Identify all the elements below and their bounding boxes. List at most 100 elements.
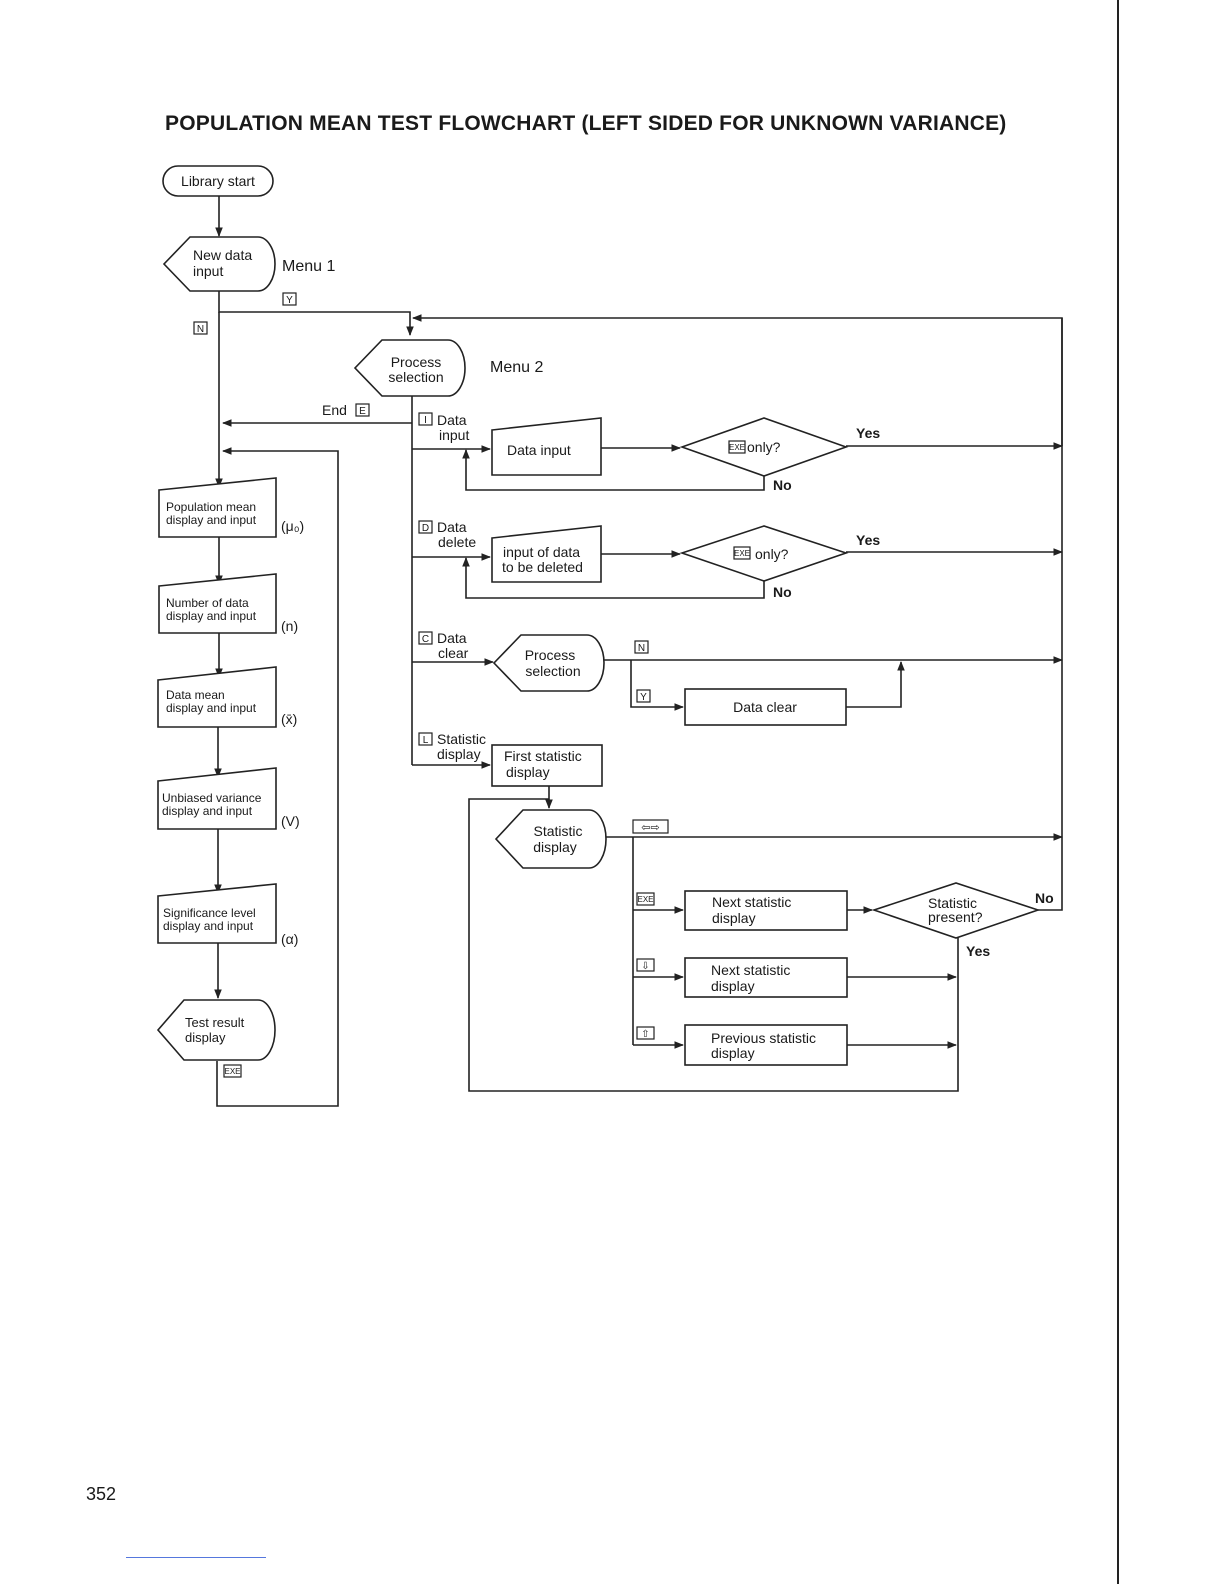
svg-text:Next statistic: Next statistic — [711, 962, 790, 978]
library-start-label: Library start — [181, 173, 255, 189]
svg-text:display and input: display and input — [163, 919, 254, 933]
footer-rule — [126, 1557, 266, 1558]
unbiased-var-symbol: (V) — [281, 813, 300, 829]
statistic-label-1: Statistic — [437, 731, 486, 747]
svg-text:Process: Process — [525, 647, 576, 663]
num-data-symbol: (n) — [281, 618, 298, 634]
svg-text:EXE: EXE — [734, 549, 750, 558]
no-label-stat: No — [1035, 890, 1054, 906]
data-clear-box: Data clear — [684, 688, 847, 726]
menu2-label: Menu 2 — [490, 359, 543, 376]
no-label-1: No — [773, 477, 792, 493]
significance-level-box: Significance level display and input — [157, 883, 277, 944]
page-edge-rule — [1117, 0, 1119, 1584]
next-statistic-box-1: Next statistic display — [684, 890, 848, 931]
svg-text:C: C — [422, 634, 429, 645]
process-selection-line2: selection — [388, 369, 443, 385]
statistic-label-2: display — [437, 746, 481, 762]
svg-text:display and input: display and input — [166, 701, 257, 715]
svg-text:display: display — [712, 910, 756, 926]
yes-label-1: Yes — [856, 425, 880, 441]
svg-text:Previous statistic: Previous statistic — [711, 1030, 816, 1046]
svg-text:input of data: input of data — [503, 544, 580, 560]
process-selection-clear-display: Process selection — [492, 634, 605, 692]
svg-text:EXE: EXE — [729, 443, 745, 452]
svg-text:only?: only? — [755, 546, 789, 562]
input-of-data-box: input of data to be deleted — [491, 525, 602, 583]
number-of-data-box: Number of data display and input — [158, 573, 277, 634]
yes-label-stat: Yes — [966, 943, 990, 959]
key-y-menu1: Y — [282, 292, 297, 306]
svg-text:Number of data: Number of data — [166, 596, 249, 610]
svg-text:Statistic: Statistic — [928, 895, 977, 911]
svg-text:Test result: Test result — [185, 1015, 245, 1030]
key-y-clear: Y — [636, 689, 651, 703]
new-data-input-line1: New data — [193, 247, 252, 263]
svg-text:present?: present? — [928, 909, 983, 925]
exe-only-decision-2: EXE only? — [679, 525, 849, 582]
next-statistic-box-2: Next statistic display — [684, 957, 848, 998]
svg-text:display and input: display and input — [166, 609, 257, 623]
data-input-box: Data input — [491, 417, 602, 476]
key-n-clear: N — [634, 640, 649, 654]
key-exe-stat: EXE — [636, 892, 655, 906]
statistic-display: Statistic display — [494, 809, 607, 869]
svg-text:display: display — [711, 1045, 755, 1061]
key-d: D — [418, 520, 433, 534]
data-clear-label-1: Data — [437, 630, 467, 646]
process-selection-display: Process selection — [353, 339, 466, 397]
page-title: POPULATION MEAN TEST FLOWCHART (LEFT SID… — [165, 112, 1007, 135]
key-arrows: ⇦⇨ — [632, 819, 669, 834]
key-c: C — [418, 631, 433, 645]
svg-text:Population mean: Population mean — [166, 500, 256, 514]
library-start-terminal: Library start — [162, 165, 274, 197]
svg-text:E: E — [359, 406, 366, 417]
page-number: 352 — [86, 1484, 117, 1504]
svg-text:Y: Y — [286, 295, 293, 306]
svg-text:display and input: display and input — [162, 804, 253, 818]
data-delete-label-1: Data — [437, 519, 467, 535]
svg-text:N: N — [197, 324, 204, 335]
significance-symbol: (α) — [281, 931, 298, 947]
svg-text:to be deleted: to be deleted — [502, 559, 583, 575]
key-up: ⇧ — [636, 1026, 655, 1040]
data-delete-label-2: delete — [438, 534, 476, 550]
svg-text:L: L — [423, 735, 429, 746]
svg-text:First statistic: First statistic — [504, 748, 582, 764]
svg-text:Next statistic: Next statistic — [712, 894, 791, 910]
key-l: L — [418, 732, 433, 746]
svg-text:Data clear: Data clear — [733, 699, 797, 715]
yes-label-2: Yes — [856, 532, 880, 548]
menu1-label: Menu 1 — [282, 258, 335, 275]
svg-text:D: D — [422, 523, 429, 534]
svg-text:selection: selection — [525, 663, 580, 679]
test-result-display: Test result display — [156, 999, 276, 1061]
svg-text:N: N — [638, 643, 645, 654]
exe-only-decision-1: EXE only? — [679, 417, 849, 477]
key-n-menu1: N — [193, 321, 208, 335]
svg-text:Significance level: Significance level — [163, 906, 256, 920]
end-label: End — [322, 402, 347, 418]
pop-mean-symbol: (μ₀) — [281, 518, 304, 534]
key-i: I — [418, 412, 433, 426]
svg-text:display and input: display and input — [166, 513, 257, 527]
key-e: E — [355, 403, 370, 417]
svg-text:Y: Y — [640, 692, 647, 703]
statistic-present-decision: Statistic present? — [871, 882, 1041, 939]
svg-text:only?: only? — [747, 439, 781, 455]
svg-text:I: I — [424, 415, 427, 426]
svg-text:EXE: EXE — [637, 895, 653, 904]
svg-text:display: display — [506, 764, 550, 780]
new-data-input-line2: input — [193, 263, 223, 279]
data-mean-symbol: (x̄) — [281, 711, 297, 727]
no-label-2: No — [773, 584, 792, 600]
data-clear-label-2: clear — [438, 645, 469, 661]
unbiased-variance-box: Unbiased variance display and input — [157, 767, 277, 830]
data-mean-box: Data mean display and input — [157, 666, 277, 728]
svg-text:⇧: ⇧ — [641, 1029, 649, 1040]
process-selection-line1: Process — [391, 354, 442, 370]
population-mean-box: Population mean display and input — [158, 477, 277, 538]
svg-text:EXE: EXE — [224, 1067, 240, 1076]
svg-text:display: display — [711, 978, 755, 994]
svg-text:display: display — [185, 1030, 226, 1045]
